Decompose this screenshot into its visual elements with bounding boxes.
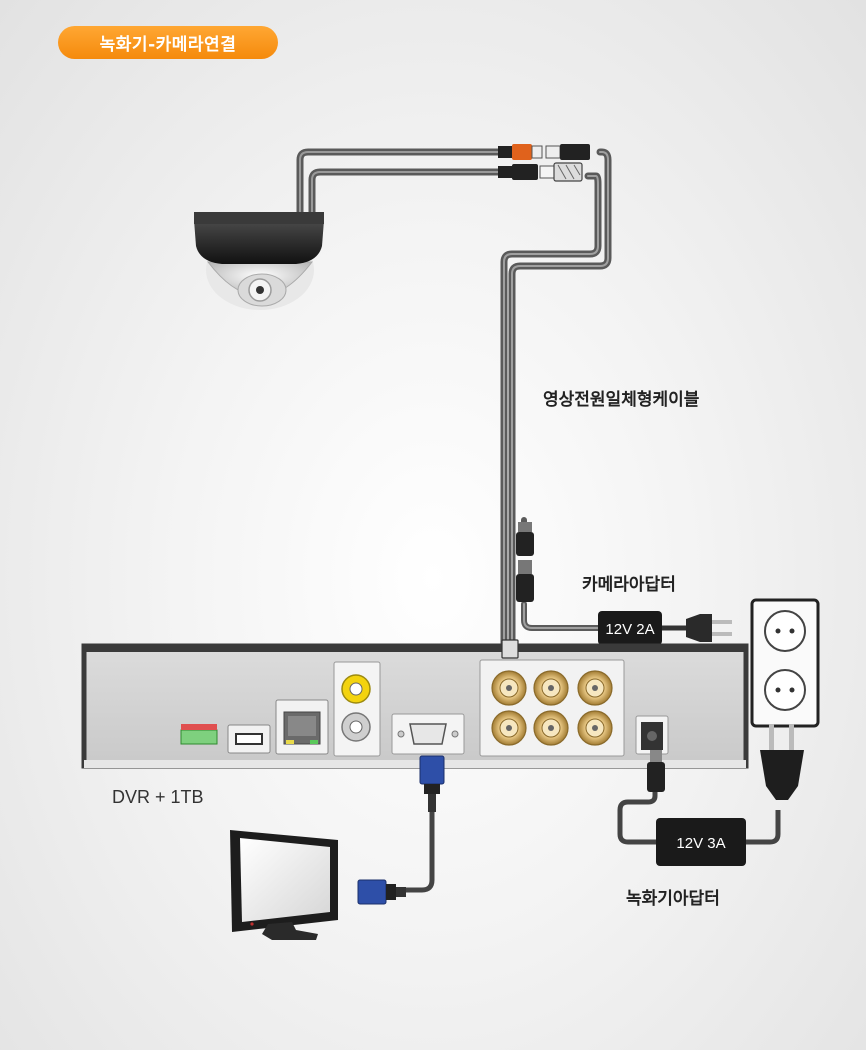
vga-plug-dvr: [419, 755, 445, 812]
dvr-adapter-label: 녹화기아답터: [626, 889, 720, 909]
audio-ports: [333, 661, 381, 757]
cable-label: 영상전원일체형케이블: [543, 390, 700, 410]
dome-camera: [194, 212, 324, 310]
usb-port: [227, 724, 271, 754]
bnc-inputs: [479, 639, 625, 757]
lan-port: [275, 699, 329, 755]
dvr-adapter-plug: [760, 724, 804, 800]
dvr-label: DVR + 1TB: [112, 787, 204, 807]
monitor: [230, 830, 338, 940]
vga-cable: [400, 810, 435, 893]
dvr-adapter-cable: [617, 790, 781, 845]
camera-adapter-plug: [686, 614, 732, 642]
dc-plug-male: [516, 560, 534, 602]
dc-power-input: [635, 715, 669, 755]
section-title-badge: 녹화기-카메라연결: [58, 26, 278, 59]
dvr-dc-plug: [647, 750, 665, 792]
dc-jack-female: [516, 522, 534, 556]
rca-connector: [498, 144, 590, 160]
camera-power-adapter: 12V 2A: [598, 611, 662, 645]
camera-adapter-label: 카메라아답터: [582, 575, 676, 595]
bnc-connector: [498, 162, 583, 182]
dvr-power-adapter: 12V 3A: [656, 818, 746, 866]
wall-outlet: [750, 598, 820, 728]
alarm-terminal: [180, 724, 218, 745]
vga-plug-monitor: [357, 879, 406, 905]
camera-adapter-rating: 12V 2A: [605, 621, 654, 638]
vga-port: [391, 713, 465, 755]
combo-cable: [296, 148, 693, 649]
dvr-adapter-rating: 12V 3A: [676, 835, 725, 852]
